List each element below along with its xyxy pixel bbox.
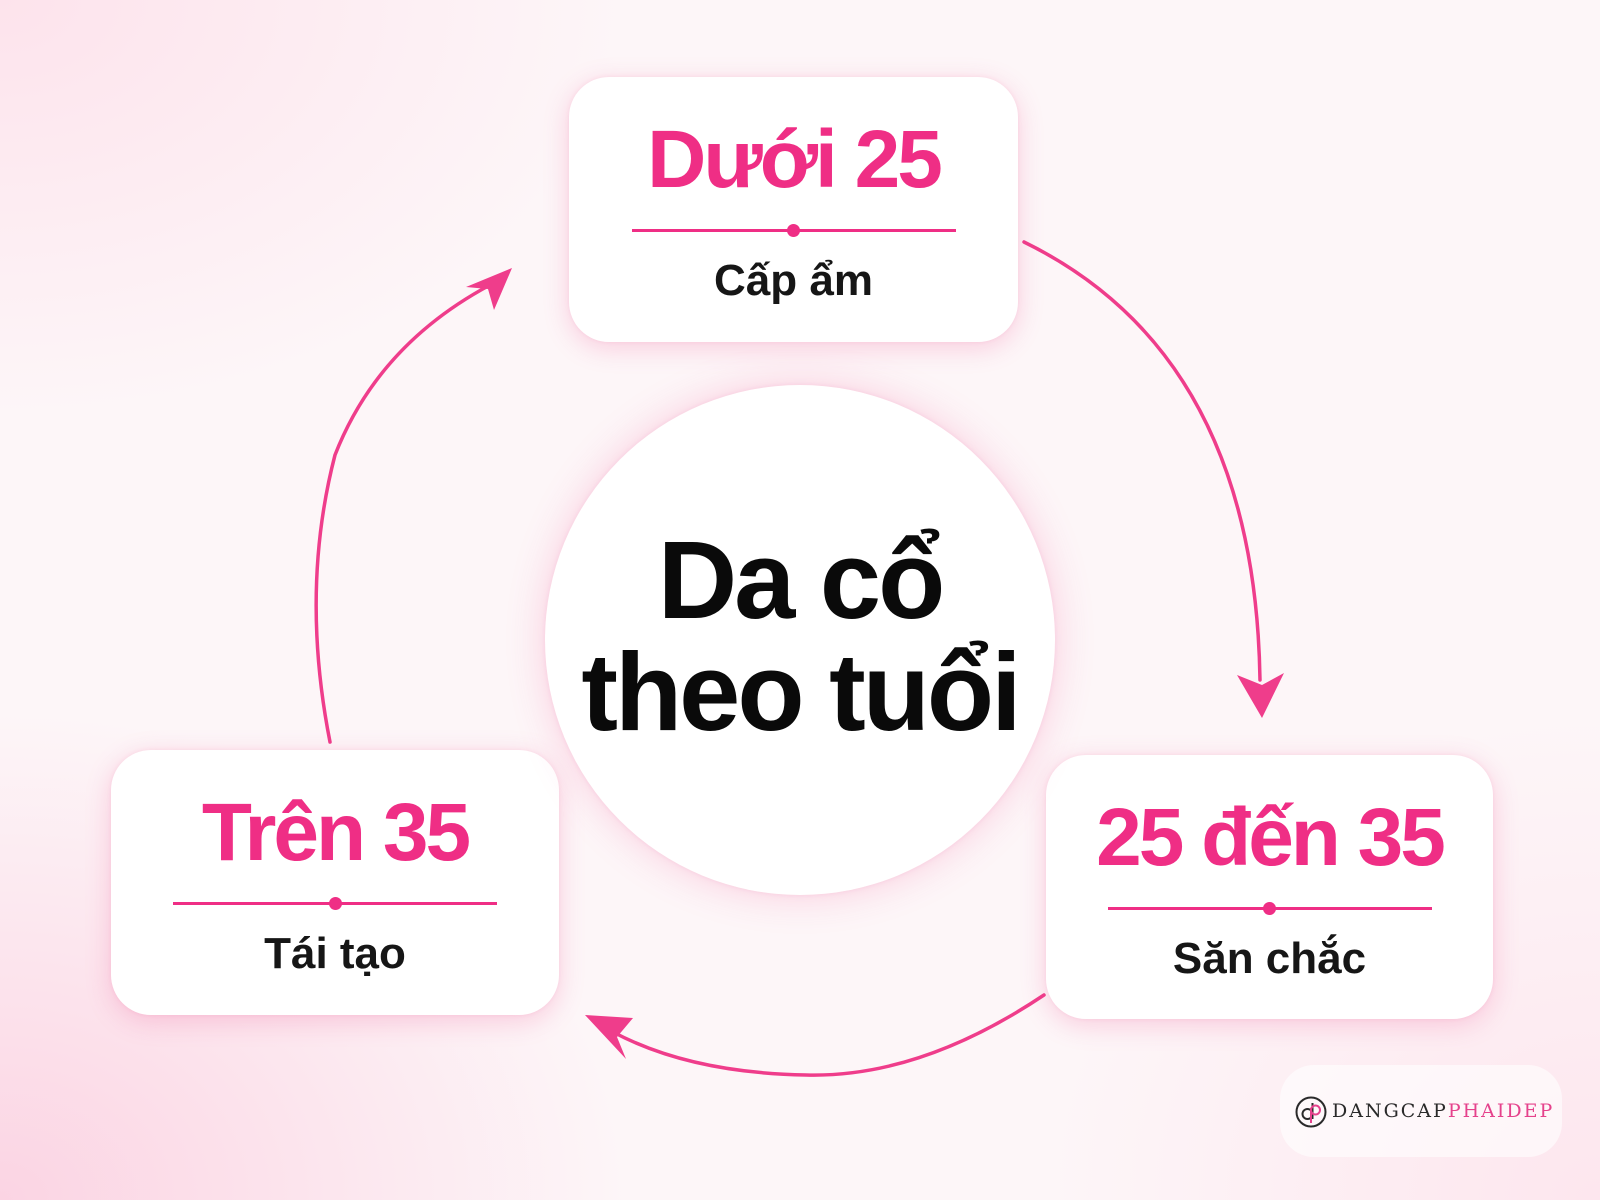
stage-card-over-35: Trên 35 Tái tạo <box>111 750 559 1015</box>
brand-name-part-1: DANGCAP <box>1332 1100 1448 1122</box>
stage-card-25-to-35: 25 đến 35 Săn chắc <box>1046 755 1493 1019</box>
brand-watermark: DANGCAPPHAIDEP <box>1280 1065 1562 1157</box>
divider-dot <box>1263 902 1276 915</box>
arrowhead-top <box>466 268 512 310</box>
arrowhead-bottom <box>585 1015 633 1059</box>
stage-divider <box>173 897 497 910</box>
stage-label-hydrate: Cấp ẩm <box>714 256 873 305</box>
arrow-top-to-right <box>1022 240 1262 682</box>
stage-label-regenerate: Tái tạo <box>264 929 406 978</box>
stage-age-25-to-35: 25 đến 35 <box>1096 792 1446 883</box>
stage-label-firming: Săn chắc <box>1172 934 1367 983</box>
brand-logo-icon <box>1295 1096 1327 1128</box>
stage-divider <box>631 224 956 237</box>
brand-name: DANGCAPPHAIDEP <box>1332 1100 1554 1122</box>
center-circle: Da cổ theo tuổi <box>545 385 1055 895</box>
stage-age-under-25: Dưới 25 <box>647 114 943 205</box>
brand-name-part-2: PHAIDEP <box>1447 1100 1555 1122</box>
arrow-right-to-left <box>611 993 1046 1077</box>
divider-dot <box>787 224 800 237</box>
stage-card-under-25: Dưới 25 Cấp ẩm <box>569 77 1018 342</box>
stage-divider <box>1107 902 1432 915</box>
center-title: Da cổ theo tuổi <box>545 525 1055 749</box>
arrowhead-right <box>1237 673 1284 718</box>
center-title-line-1: Da cổ <box>657 519 946 642</box>
stage-age-over-35: Trên 35 <box>201 787 471 878</box>
divider-dot <box>328 897 342 910</box>
arrow-left-to-top <box>314 283 492 744</box>
center-title-line-2: theo tuổi <box>581 631 1021 754</box>
